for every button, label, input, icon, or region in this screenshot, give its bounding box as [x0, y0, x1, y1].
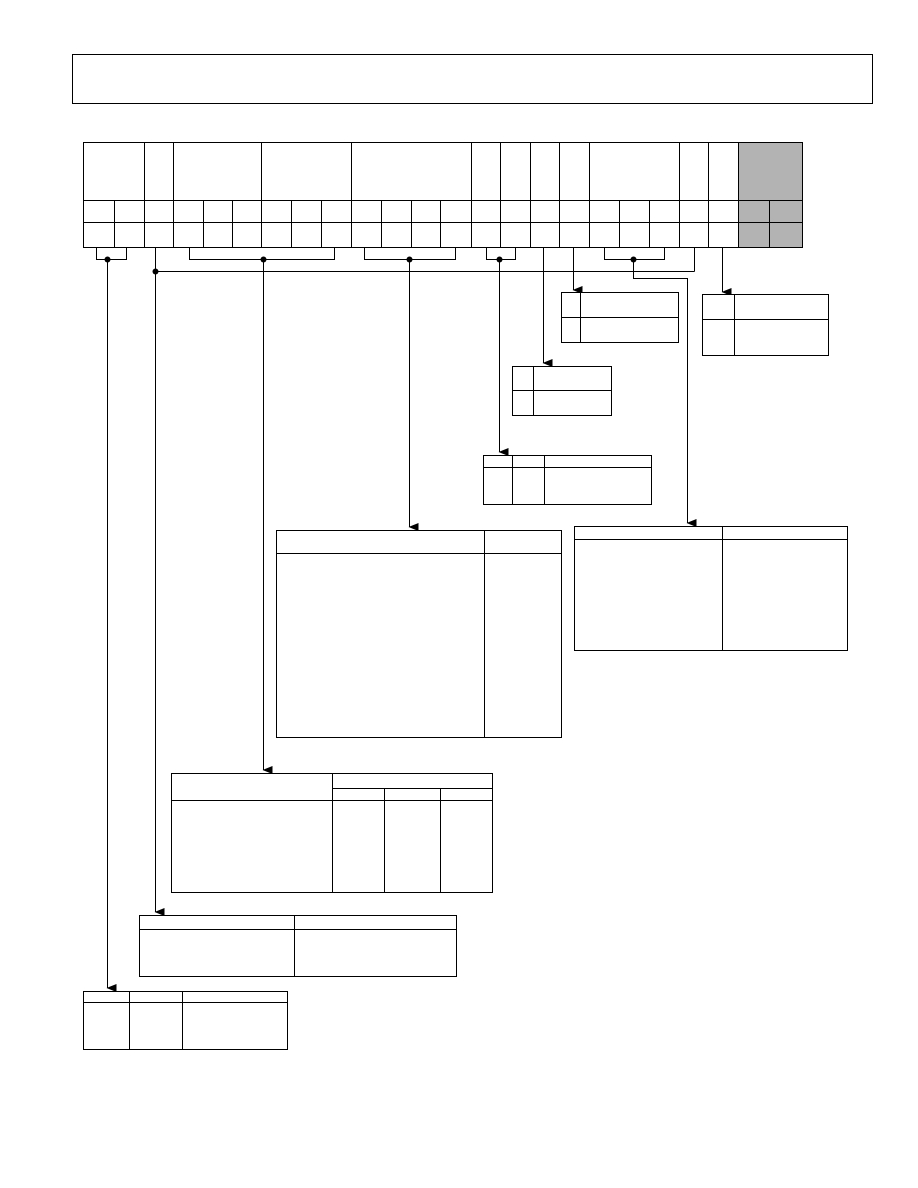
table-i: [83, 991, 288, 1050]
table-a: [561, 292, 679, 343]
register-outline: [83, 142, 803, 248]
table-b: [702, 294, 829, 356]
table-d: [483, 455, 652, 505]
reserved-field-shading: [739, 142, 803, 248]
table-f: [574, 526, 848, 651]
table-e: [276, 530, 562, 738]
table-g: [171, 773, 493, 893]
bracket-1: [96, 248, 127, 260]
table-c: [512, 366, 612, 416]
bit-boundaries: [114, 200, 770, 248]
register-bit-map: [83, 142, 803, 248]
decode-tables: [83, 292, 848, 1050]
leader-8: [633, 259, 697, 527]
table-h: [139, 915, 457, 977]
connectors: [96, 248, 732, 992]
field-boundaries: [144, 142, 739, 248]
junction-dots: [104, 256, 637, 275]
header-box: [72, 54, 873, 104]
